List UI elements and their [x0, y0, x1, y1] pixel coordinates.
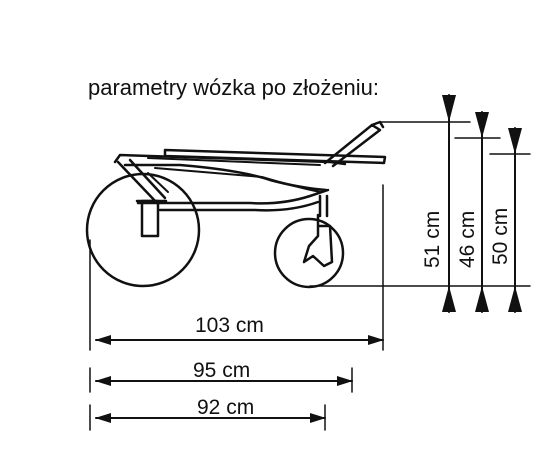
folded-stroller	[85, 120, 387, 289]
diagram-title: parametry wózka po złożeniu:	[88, 75, 379, 100]
front-wheel	[273, 217, 345, 289]
horizontal-dimensions: 103 cm 95 cm 92 cm	[89, 184, 384, 431]
dimension-51-label: 51 cm	[421, 211, 444, 268]
rear-axle-block	[140, 199, 160, 238]
dimension-95-label: 95 cm	[193, 359, 250, 382]
front-caster	[302, 213, 334, 268]
dimension-92-label: 92 cm	[197, 396, 254, 419]
dimension-50-label: 50 cm	[489, 208, 512, 265]
rear-leg	[116, 160, 160, 206]
dimension-103-label: 103 cm	[195, 314, 264, 337]
handle-bar	[163, 148, 387, 165]
vertical-dimensions: 51 cm 46 cm 50 cm	[309, 94, 531, 313]
lower-frame	[136, 188, 330, 205]
dimension-46-label: 46 cm	[456, 211, 479, 268]
